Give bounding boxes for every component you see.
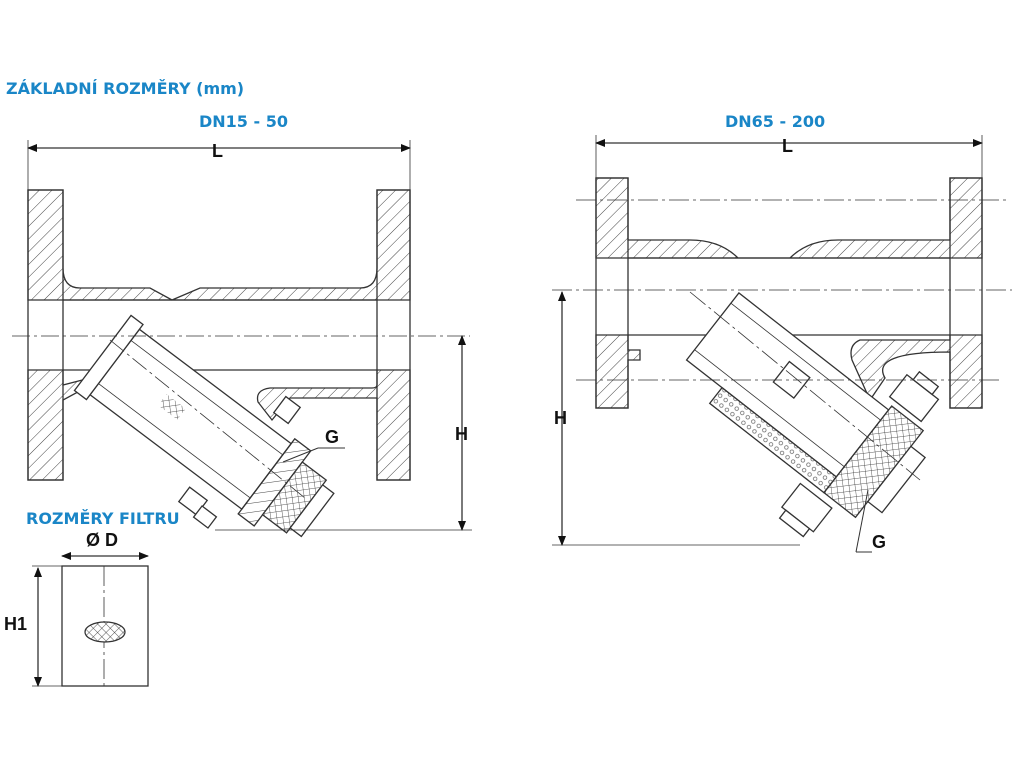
strainer-small-drawing (12, 140, 472, 538)
drawing-large-title: DN65 - 200 (725, 112, 826, 131)
large-label-L: L (782, 136, 793, 156)
large-label-H: H (554, 408, 567, 428)
strainer-large-drawing (552, 135, 1012, 553)
large-label-G: G (872, 532, 886, 552)
filter-title: ROZMĚRY FILTRU (26, 509, 180, 528)
small-label-H: H (455, 424, 468, 444)
drawing-small-title: DN15 - 50 (199, 112, 288, 131)
small-label-G: G (325, 427, 339, 447)
small-label-L: L (212, 141, 223, 161)
filter-drawing (32, 552, 149, 687)
filter-label-D: Ø D (86, 530, 118, 550)
page-title: ZÁKLADNÍ ROZMĚRY (mm) (6, 79, 245, 98)
filter-label-H1: H1 (4, 614, 27, 634)
